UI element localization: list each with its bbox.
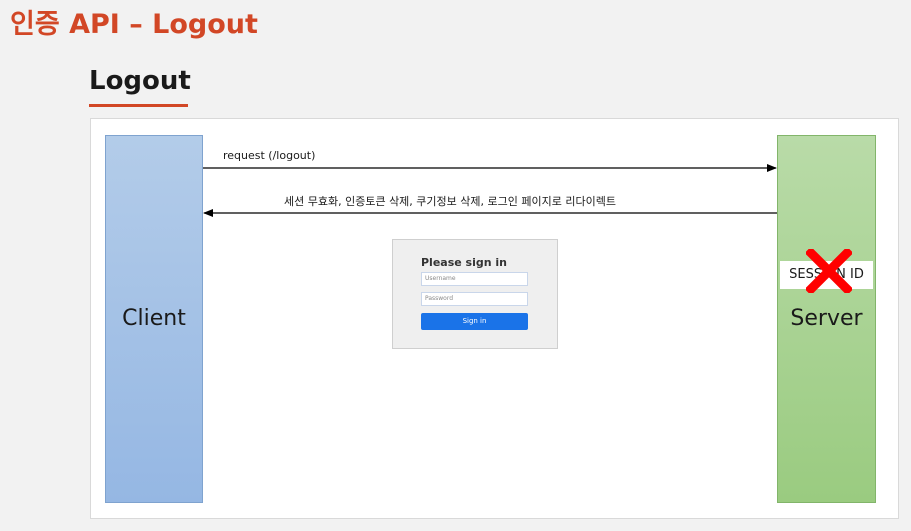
- section-title-underline: [89, 104, 188, 107]
- password-field: Password: [421, 292, 528, 306]
- signin-button: Sign in: [421, 313, 528, 330]
- client-label: Client: [122, 306, 186, 331]
- slide-title: 인증 API – Logout: [10, 9, 258, 40]
- server-label: Server: [790, 306, 863, 331]
- request-label: request (/logout): [223, 149, 316, 162]
- login-page-preview: Please sign in Username Password Sign in: [392, 239, 558, 349]
- login-heading: Please sign in: [421, 256, 508, 269]
- server-box: Server: [777, 135, 876, 503]
- client-box: Client: [105, 135, 203, 503]
- red-x-icon: [806, 249, 852, 293]
- section-title: Logout: [89, 66, 191, 96]
- response-label: 세션 무효화, 인증토큰 삭제, 쿠기정보 삭제, 로그인 페이지로 리다이렉트: [284, 195, 616, 208]
- username-field: Username: [421, 272, 528, 286]
